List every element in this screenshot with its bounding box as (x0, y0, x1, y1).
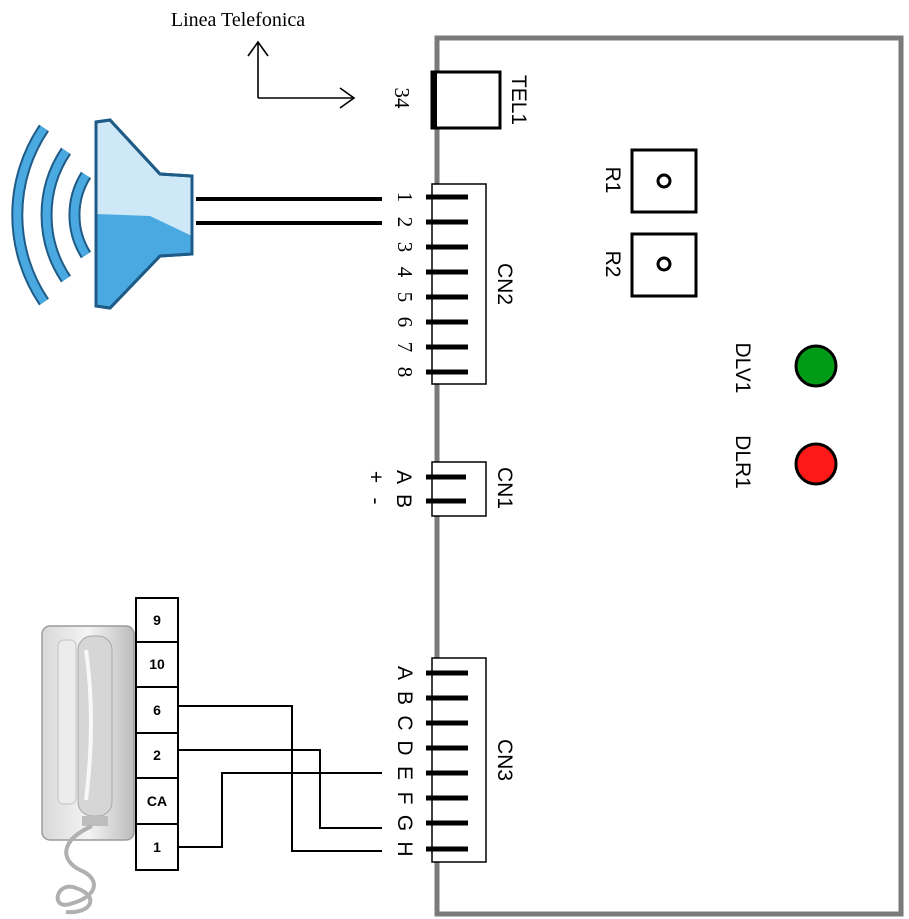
cn1-polarity-label: - (364, 498, 387, 505)
cn2-pin-label: 3 (393, 242, 417, 253)
relay-r2-contact (656, 256, 672, 272)
relay-r1-label: R1 (601, 167, 624, 194)
cn3-pin-labels: A B C D E F G H (393, 666, 416, 857)
cn2-pin-label: 4 (393, 267, 417, 278)
phone-line-arrow-icon (247, 40, 356, 109)
cn2-pin-label: 6 (393, 317, 417, 328)
terminal-label: 6 (153, 702, 161, 718)
cn1-pin-label: B (392, 494, 415, 508)
cn2-pin-label: 8 (393, 367, 417, 378)
cn2-pins (426, 194, 468, 375)
tel1-connector (430, 70, 502, 130)
cn1-label: CN1 (493, 467, 516, 509)
cn2-label: CN2 (493, 263, 516, 305)
cn2-pin-label: 1 (393, 192, 417, 203)
terminal-labels: 9 10 6 2 CA 1 (147, 612, 167, 855)
cn3-pins (426, 670, 468, 852)
cn1-polarity-label: + (364, 471, 387, 483)
cn1-pins (426, 474, 466, 504)
led-green-label: DLV1 (731, 343, 754, 394)
speaker-icon (11, 118, 194, 310)
cn3-pin-label: B (393, 691, 416, 705)
led-red-label: DLR1 (731, 435, 754, 489)
led-green (794, 344, 838, 388)
cn3-pin-label: G (393, 815, 416, 831)
cn3-pin-label: H (393, 841, 416, 856)
phone-line-label: Linea Telefonica (171, 9, 305, 31)
cn3-pin-label: D (393, 740, 416, 755)
cn3-pin-label: C (393, 715, 416, 730)
led-red (794, 442, 838, 486)
relay-r2-label: R2 (601, 251, 624, 278)
cn1-connector (431, 461, 487, 517)
tel1-pins-label: 34 (390, 88, 414, 110)
cn3-connector (431, 657, 487, 863)
cn2-pin-labels: 1 2 3 4 5 6 7 8 (393, 192, 417, 378)
cn2-pin-label: 5 (393, 292, 417, 303)
terminal-label: 1 (153, 839, 161, 855)
terminal-label: CA (147, 793, 167, 809)
terminal-label: 2 (153, 747, 161, 763)
cn3-label: CN3 (493, 739, 516, 781)
relay-r1-contact (656, 173, 672, 189)
tel1-label: TEL1 (507, 75, 530, 125)
cn3-pin-label: A (393, 666, 416, 680)
cn3-pin-label: F (393, 792, 416, 805)
terminal-label: 10 (149, 656, 165, 672)
terminal-block (135, 597, 179, 871)
cn2-connector (431, 183, 487, 385)
intercom-handset-icon (41, 625, 135, 915)
cn3-pin-label: E (393, 766, 416, 780)
cn1-pin-label: A (392, 470, 415, 484)
cn2-pin-label: 7 (393, 342, 417, 353)
intercom-wires (178, 705, 382, 852)
terminal-label: 9 (153, 612, 161, 628)
cn2-pin-label: 2 (393, 217, 417, 228)
